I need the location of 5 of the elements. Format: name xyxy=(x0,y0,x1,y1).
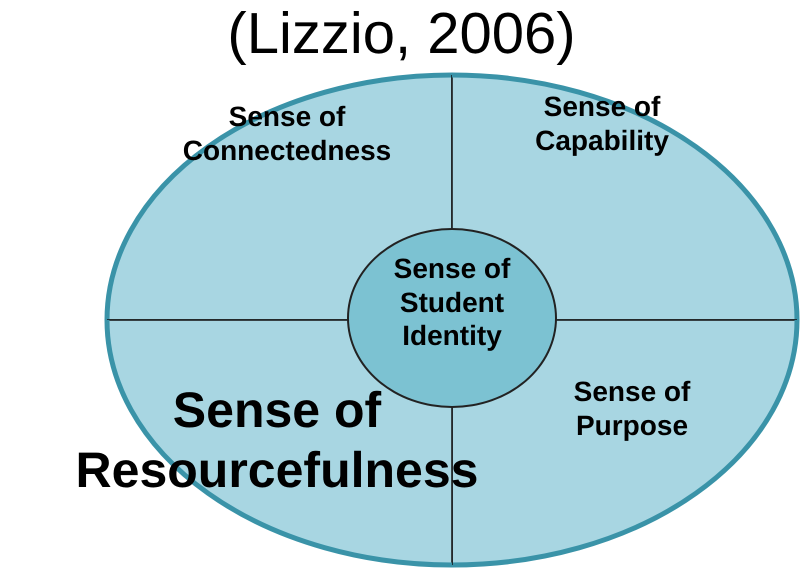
quadrant-label: Sense of Capability xyxy=(534,90,670,158)
title: (Lizzio, 2006) xyxy=(226,0,577,68)
quadrant-label: Sense of Purpose xyxy=(572,375,692,442)
circle-label: Sense of Student Identity xyxy=(392,252,512,353)
quadrant-label: Sense of Connectedness xyxy=(182,100,392,168)
